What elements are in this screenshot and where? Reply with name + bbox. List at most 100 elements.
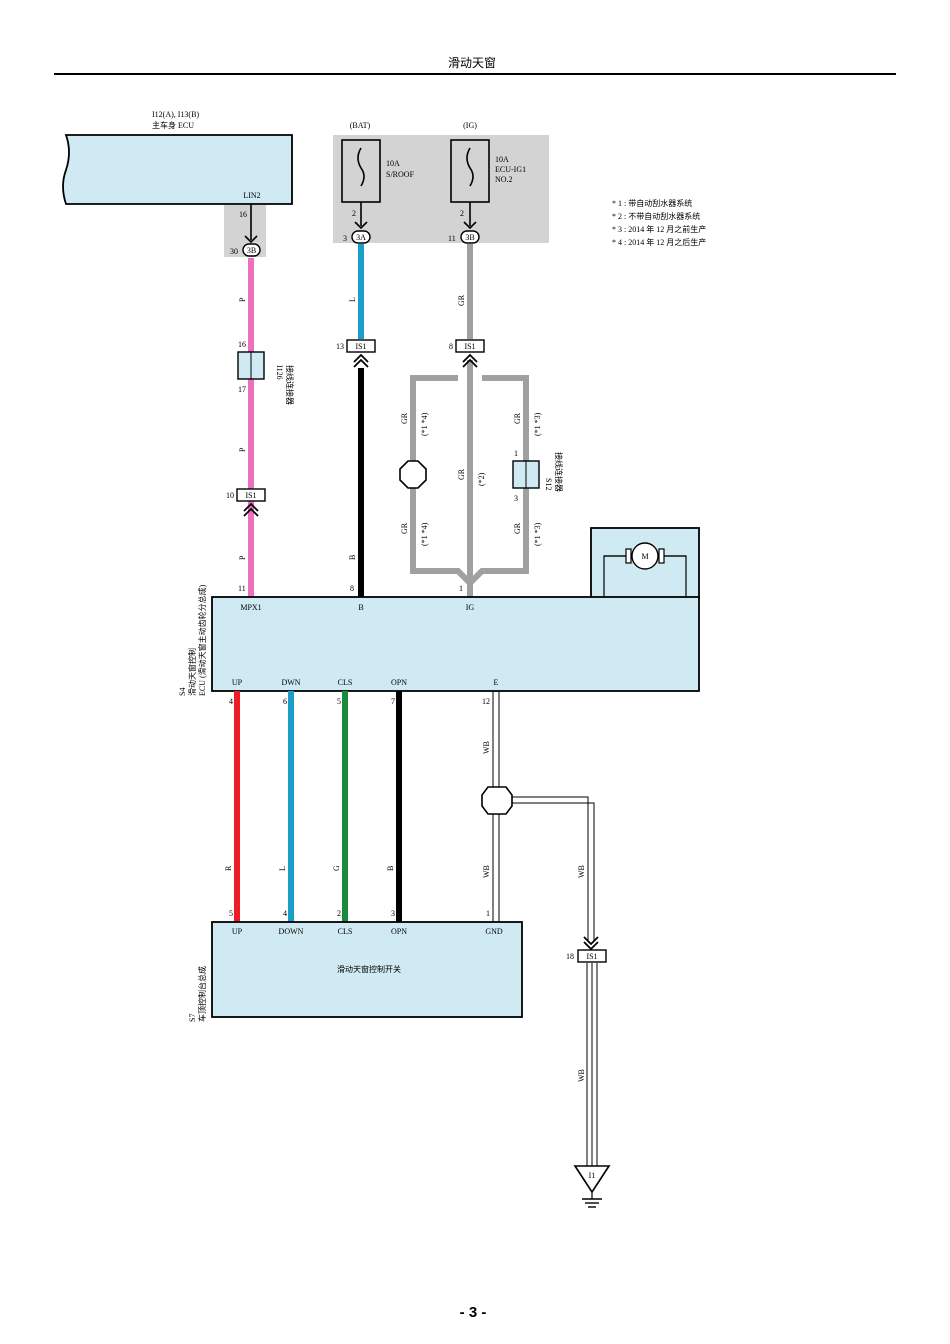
svg-text:8: 8	[449, 342, 453, 351]
svg-text:1: 1	[514, 449, 518, 458]
junction-connector-s12: 1 3 S12 接线连接器	[512, 449, 564, 503]
svg-text:3A: 3A	[356, 233, 366, 242]
svg-text:3: 3	[343, 234, 347, 243]
svg-text:17: 17	[238, 385, 246, 394]
svg-text:UP: UP	[232, 678, 243, 687]
svg-text:IS1: IS1	[245, 491, 256, 500]
svg-text:WB: WB	[482, 741, 491, 754]
lin2-pin-label: LIN2	[243, 191, 260, 200]
fuse-sroof-name: S/ROOF	[386, 170, 415, 179]
svg-text:P: P	[238, 555, 247, 560]
svg-text:CLS: CLS	[338, 678, 353, 687]
lin2-pin-no: 16	[239, 210, 247, 219]
svg-text:GR: GR	[457, 294, 466, 306]
svg-text:2: 2	[337, 909, 341, 918]
svg-text:IS1: IS1	[355, 342, 366, 351]
svg-text:13: 13	[336, 342, 344, 351]
wire-wb	[492, 691, 598, 1170]
svg-text:GR: GR	[457, 468, 466, 480]
svg-text:1: 1	[486, 909, 490, 918]
svg-text:GR: GR	[513, 412, 522, 424]
connector-is1-18: 18 IS1	[566, 949, 607, 963]
svg-text:WB: WB	[577, 1069, 586, 1082]
svg-text:GR: GR	[513, 522, 522, 534]
svg-text:GR: GR	[400, 522, 409, 534]
svg-text:3: 3	[391, 909, 395, 918]
splice-octagon	[399, 460, 427, 489]
note-3: * 3 : 2014 年 12 月之前生产	[612, 224, 706, 234]
note-1: * 1 : 带自动刮水器系统	[612, 198, 692, 208]
svg-text:8: 8	[350, 584, 354, 593]
svg-text:IS1: IS1	[586, 952, 597, 961]
svg-text:CLS: CLS	[338, 927, 353, 936]
svg-text:G: G	[332, 865, 341, 871]
connector-3-3a: 3 3A	[343, 221, 371, 244]
svg-text:3: 3	[514, 494, 518, 503]
fuse-block-shade	[333, 135, 549, 243]
svg-text:I1: I1	[589, 1171, 596, 1180]
svg-text:IS1: IS1	[464, 342, 475, 351]
svg-text:B: B	[358, 603, 363, 612]
fuse-sroof-pin: 2	[352, 209, 356, 218]
svg-text:12: 12	[482, 697, 490, 706]
svg-text:11: 11	[448, 234, 456, 243]
svg-text:DOWN: DOWN	[279, 927, 304, 936]
svg-text:S12: S12	[544, 478, 553, 490]
ig-supply-label: (IG)	[463, 121, 477, 130]
svg-text:MPX1: MPX1	[240, 603, 261, 612]
svg-text:6: 6	[283, 697, 287, 706]
svg-text:1: 1	[459, 584, 463, 593]
svg-text:OPN: OPN	[391, 678, 407, 687]
svg-text:S7: S7	[188, 1014, 197, 1022]
ground-triangle-icon	[573, 1165, 611, 1194]
junction-connector-i126: 16 17 I126 接线连接器	[237, 340, 295, 405]
fuse-sroof-rating: 10A	[386, 159, 400, 168]
svg-text:L: L	[278, 866, 287, 871]
svg-text:接线连接器: 接线连接器	[554, 452, 564, 492]
svg-text:4: 4	[283, 909, 287, 918]
svg-text:UP: UP	[232, 927, 243, 936]
fuse-ig-icon	[466, 147, 474, 187]
svg-text:(*2): (*2)	[477, 472, 486, 486]
svg-text:10: 10	[226, 491, 234, 500]
note-2: * 2 : 不带自动刮水器系统	[612, 211, 700, 221]
svg-text:B: B	[386, 866, 395, 871]
svg-text:车顶控制台总成: 车顶控制台总成	[197, 966, 207, 1022]
notes-block: * 1 : 带自动刮水器系统 * 2 : 不带自动刮水器系统 * 3 : 201…	[612, 198, 706, 247]
fuse-sroof-icon	[357, 147, 365, 187]
svg-text:WB: WB	[577, 865, 586, 878]
svg-text:WB: WB	[482, 865, 491, 878]
roof-console-switch: 5 4 2 3 1 UP DOWN CLS OPN GND 滑动天窗控制开关 S…	[188, 909, 523, 1022]
svg-text:16: 16	[238, 340, 246, 349]
connector-11-3b: 11 3B	[448, 221, 480, 244]
connector-is1-13: 13 IS1	[336, 339, 376, 368]
svg-text:OPN: OPN	[391, 927, 407, 936]
svg-text:E: E	[494, 678, 499, 687]
svg-text:接线连接器: 接线连接器	[285, 365, 295, 405]
fuse-ig-name1: ECU-IG1	[495, 165, 526, 174]
svg-text:B: B	[348, 555, 357, 560]
svg-text:(*1 *4): (*1 *4)	[420, 412, 429, 436]
ground-splice-octagon	[481, 786, 513, 815]
bat-supply-label: (BAT)	[350, 121, 371, 130]
svg-text:5: 5	[337, 697, 341, 706]
svg-text:L: L	[348, 297, 357, 302]
fuse-ig-rating: 10A	[495, 155, 509, 164]
fuse-ig-pin: 2	[460, 209, 464, 218]
svg-text:7: 7	[391, 697, 395, 706]
svg-text:5: 5	[229, 909, 233, 918]
ground-i1: I1	[573, 1165, 611, 1208]
svg-text:GND: GND	[485, 927, 503, 936]
svg-text:GR: GR	[400, 412, 409, 424]
svg-text:(*1 *4): (*1 *4)	[420, 522, 429, 546]
motor-icon	[631, 542, 659, 570]
main-body-ecu-id: I12(A), I13(B)	[152, 110, 199, 119]
main-body-ecu: I12(A), I13(B) 主车身 ECU LIN2 16	[62, 110, 293, 219]
svg-text:IG: IG	[466, 603, 475, 612]
svg-text:P: P	[238, 447, 247, 452]
connector-is1-10: 10 IS1	[226, 488, 266, 517]
page-title: 滑动天窗	[448, 56, 496, 70]
connector-is1-8: 8 IS1	[449, 339, 485, 368]
connector-30-3b: 30 3B	[230, 235, 261, 257]
